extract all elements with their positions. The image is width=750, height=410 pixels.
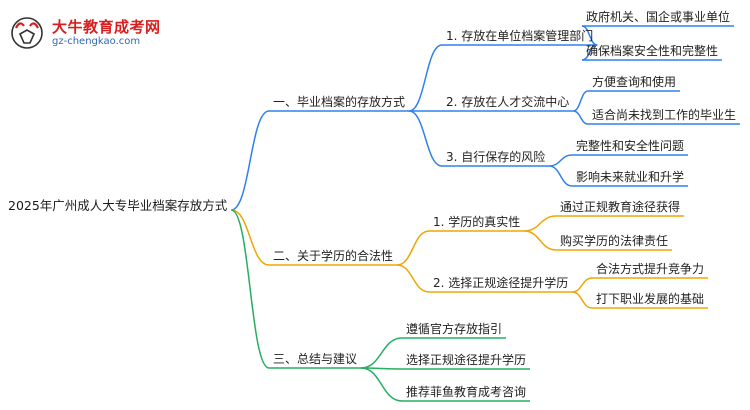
edge-branch-2-sub-2: [396, 264, 430, 293]
branch-1-leaf-2: 确保档案安全性和完整性: [586, 44, 719, 58]
branch-1-leaf-1: 政府机关、国企或事业单位: [586, 10, 731, 24]
branch-2-sub-1: 1. 学历的真实性: [433, 215, 521, 229]
branch-1-leaf-3: 方便查询和使用: [592, 75, 677, 89]
branch-2-node: 二、关于学历的合法性: [273, 249, 394, 263]
branch-1-leaf-5: 完整性和安全性问题: [576, 139, 685, 153]
branch-2-leaf-1: 通过正规教育途径获得: [560, 200, 681, 214]
edge-root-branch-3: [230, 209, 270, 369]
edge-branch-2-leaf-1: [524, 215, 557, 232]
edge-branch-1-sub-3: [408, 110, 443, 167]
edge-branch-1-leaf-4: [573, 110, 589, 125]
edge-branch-1-sub-1: [408, 44, 443, 112]
branch-1-sub-3: 3. 自行保存的风险: [446, 150, 546, 164]
branch-3-leaf-3: 推荐菲鱼教育成考咨询: [406, 385, 527, 399]
edge-root-branch-1: [231, 110, 270, 211]
edge-branch-2-leaf-3: [572, 277, 593, 293]
branch-2-leaf-4: 打下职业发展的基础: [596, 292, 705, 306]
edge-branch-2-leaf-2: [524, 230, 557, 251]
root-node: 2025年广州成人大专毕业档案存放方式: [8, 198, 228, 213]
edge-branch-1-leaf-1: [581, 25, 598, 46]
branch-1-leaf-4: 适合尚未找到工作的毕业生: [592, 108, 737, 122]
branch-1-sub-2: 2. 存放在人才交流中心: [446, 95, 570, 109]
edge-root-branch-2: [231, 209, 270, 266]
branch-1-node: 一、毕业档案的存放方式: [273, 95, 406, 109]
logo-url: gz-chengkao.com: [52, 36, 141, 47]
branch-2-sub-2: 2. 选择正规途径提升学历: [433, 276, 569, 290]
edge-branch-1-leaf-5: [549, 154, 573, 167]
edge-branch-3-leaf-3: [360, 367, 403, 402]
site-logo: 大牛教育成考网 gz-chengkao.com: [10, 14, 180, 54]
edge-branch-1-leaf-6: [549, 165, 573, 187]
branch-3-leaf-1: 遵循官方存放指引: [406, 322, 503, 336]
branch-1-leaf-6: 影响未来就业和升学: [576, 170, 685, 184]
edge-branch-2-leaf-4: [572, 291, 593, 309]
branch-3-leaf-2: 选择正规途径提升学历: [406, 353, 527, 367]
edge-branch-1-leaf-3: [573, 90, 589, 112]
branch-3-node: 三、总结与建议: [273, 352, 358, 366]
logo-title: 大牛教育成考网: [52, 18, 161, 36]
edge-branch-1-leaf-2: [581, 44, 598, 61]
bull-logo-icon: [11, 17, 43, 49]
branch-2-leaf-2: 购买学历的法律责任: [560, 234, 669, 248]
edge-branch-2-sub-1: [396, 230, 430, 266]
branch-2-leaf-3: 合法方式提升竞争力: [596, 262, 705, 276]
branch-1-sub-1: 1. 存放在单位档案管理部门: [446, 29, 594, 43]
edge-branch-3-leaf-1: [360, 337, 403, 369]
